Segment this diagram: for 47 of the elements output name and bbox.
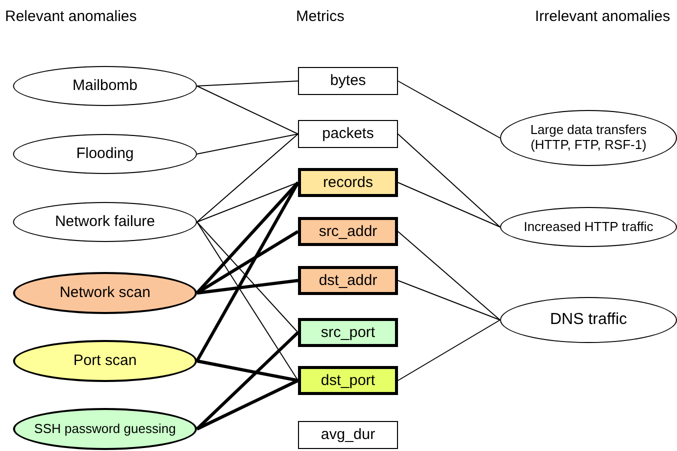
node-label: Large data transfers (HTTP, FTP, RSF-1) xyxy=(529,123,648,153)
connector-line xyxy=(398,182,500,228)
connector-line xyxy=(398,134,500,228)
anomaly-ellipse xyxy=(500,207,677,247)
metric-box xyxy=(298,318,398,347)
connector-line xyxy=(398,320,500,381)
node-label: dst_addr xyxy=(318,272,378,290)
connector-line xyxy=(196,222,298,381)
metric-box xyxy=(298,366,398,395)
connector-line xyxy=(196,379,299,430)
node-label: src_port xyxy=(320,324,376,342)
connector-line xyxy=(196,182,300,362)
connector-line xyxy=(196,359,298,382)
connector-line xyxy=(196,182,298,222)
node-label: Network scan xyxy=(58,284,152,302)
node-label: bytes xyxy=(330,72,366,90)
connector-line xyxy=(398,280,500,320)
node-label: Flooding xyxy=(75,145,135,163)
anomaly-ellipse xyxy=(500,297,677,343)
connector-line xyxy=(398,231,500,320)
connector-line xyxy=(398,80,500,138)
column-heading: Relevant anomalies xyxy=(5,8,137,25)
node-label: Port scan xyxy=(72,352,138,370)
connector-line xyxy=(196,278,298,295)
node-label: src_addr xyxy=(318,222,378,240)
node-label: packets xyxy=(322,125,374,143)
metric-box xyxy=(298,168,398,197)
metric-box xyxy=(298,217,398,246)
node-label: SSH password guessing xyxy=(33,422,177,436)
node-label: Network failure xyxy=(54,213,156,231)
node-label: DNS traffic xyxy=(548,310,628,330)
connector-line xyxy=(196,134,298,222)
node-label: Mailbomb xyxy=(71,77,139,95)
node-label: dst_port xyxy=(320,372,376,390)
node-label: Increased HTTP traffic xyxy=(522,220,654,234)
metric-box xyxy=(298,120,398,148)
connector-line xyxy=(196,80,298,86)
node-label: records xyxy=(322,174,374,192)
metric-box xyxy=(298,67,398,95)
connector-line xyxy=(196,134,298,154)
metric-box xyxy=(298,266,398,295)
column-heading: Irrelevant anomalies xyxy=(535,8,670,25)
column-heading: Metrics xyxy=(296,8,344,25)
metric-box xyxy=(298,421,398,449)
connector-line xyxy=(196,86,298,134)
connector-line xyxy=(196,222,298,333)
node-label: avg_dur xyxy=(320,426,376,444)
